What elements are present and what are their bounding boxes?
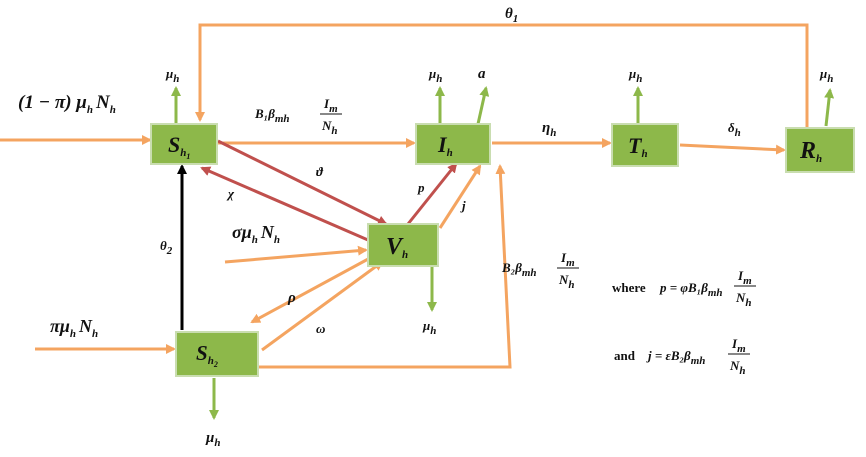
v-to-s2-arrow: [250, 256, 371, 324]
i-disease-death-arrow: [476, 86, 490, 125]
rho-label: ρ: [287, 290, 296, 306]
r-death-arrow: [824, 88, 835, 127]
node-s1: Sh1: [150, 123, 218, 165]
chi-label: χ: [226, 186, 235, 201]
svg-text:Im: Im: [731, 336, 746, 355]
theta1-label: θ1: [505, 6, 518, 25]
s2-to-i-arrow: [258, 164, 512, 369]
delta-label: δh: [728, 120, 741, 139]
svg-text:Rh: Rh: [799, 138, 822, 165]
beta2-frac-den: Nh: [558, 272, 575, 291]
s1-to-v-arrow: [217, 139, 388, 226]
omega-label: ω: [316, 321, 325, 336]
a-label: a: [478, 66, 486, 82]
v-to-i-orange-arrow: [438, 164, 482, 229]
v-death-label: μh: [422, 318, 436, 337]
svg-text:and: and: [614, 348, 636, 363]
inflow-v-arrow: [224, 245, 368, 264]
svg-text:Sh2: Sh2: [196, 341, 218, 369]
t-to-r-arrow: [679, 143, 786, 155]
svg-text:j = εB₂βmh: j = εB₂βmh: [646, 348, 705, 367]
r-death-label: μh: [819, 66, 833, 85]
eta-label: ηh: [542, 120, 556, 139]
svg-text:where: where: [612, 280, 646, 295]
beta2-label: B₂βmh: [501, 260, 537, 279]
theta1-arrow: [195, 23, 809, 128]
t-death-label: μh: [628, 66, 642, 85]
svg-text:Nh: Nh: [735, 290, 752, 309]
i-death-label: μh: [428, 66, 442, 85]
svg-text:Sh1: Sh1: [168, 132, 190, 161]
vartheta-label: ϑ: [316, 164, 324, 179]
s1-death-label: μh: [165, 66, 179, 85]
svg-text:Im: Im: [737, 268, 752, 287]
beta2-frac-num: Im: [560, 250, 575, 269]
beta1-frac-den: Nh: [321, 118, 338, 137]
beta1-label: B₁βmh: [254, 106, 290, 125]
svg-text:Vh: Vh: [386, 234, 408, 261]
j-label: j: [460, 198, 466, 213]
v-to-s1-arrow: [200, 166, 369, 242]
node-r: Rh: [785, 127, 855, 173]
node-i: Ih: [415, 123, 491, 165]
p-label: p: [417, 180, 425, 195]
node-v: Vh: [367, 223, 439, 267]
v-to-i-arrow: [406, 162, 458, 225]
beta1-frac-num: Im: [323, 96, 338, 115]
svg-text:Nh: Nh: [729, 358, 746, 377]
theta2-label: θ2: [160, 238, 173, 257]
node-t: Th: [611, 123, 679, 167]
svg-text:Th: Th: [628, 133, 648, 160]
node-s2: Sh2: [175, 331, 259, 377]
svg-text:p = φB₁βmh: p = φB₁βmh: [659, 280, 723, 299]
note-p-definition: where p = φB₁βmh Im Nh: [612, 268, 756, 309]
s2-death-label: μh: [205, 430, 220, 449]
s2-to-v-arrow: [261, 260, 384, 352]
svg-text:Ih: Ih: [437, 132, 453, 159]
note-j-definition: and j = εB₂βmh Im Nh: [614, 336, 750, 377]
